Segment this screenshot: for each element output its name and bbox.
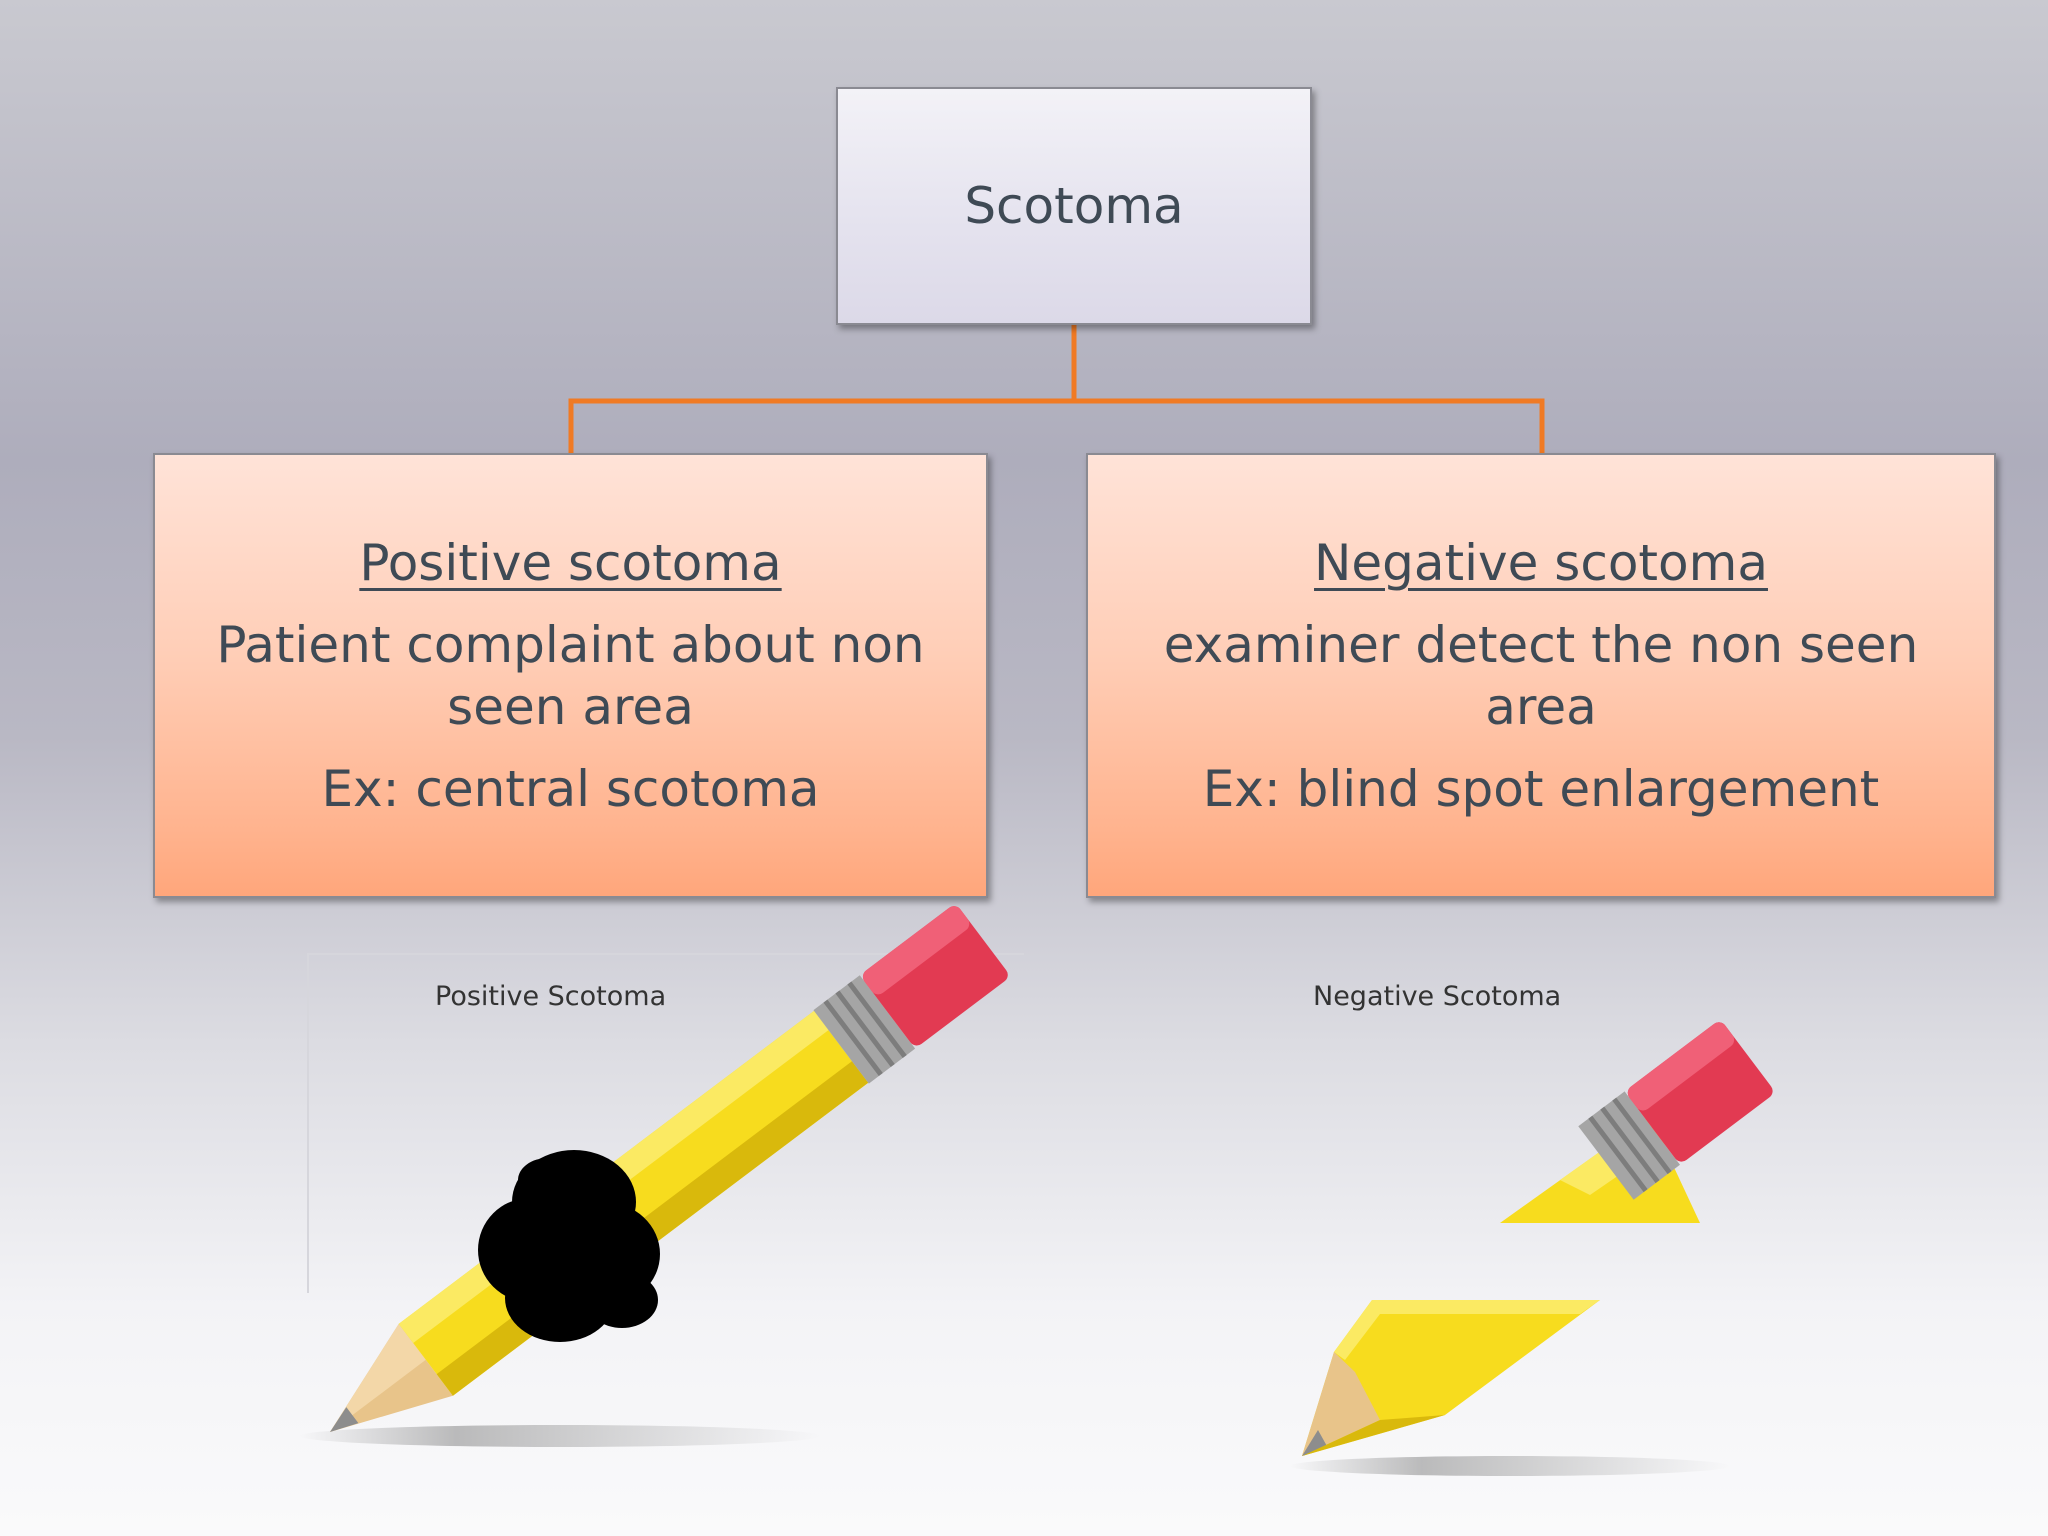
pencil-eraser [862, 906, 1008, 1046]
pencil-icon [300, 906, 1008, 1447]
root-title: Scotoma [964, 177, 1184, 235]
negative-example: Ex: blind spot enlargement [1202, 759, 1880, 818]
image-frame-top [307, 953, 1024, 955]
negative-caption: Negative Scotoma [1313, 981, 1562, 1012]
positive-example: Ex: central scotoma [321, 759, 820, 818]
scotoma-root-box: Scotoma [836, 87, 1312, 325]
pencil-shadow [300, 1425, 820, 1447]
pencil-lower-half [1302, 1300, 1600, 1456]
ink-blot-icon [478, 1150, 660, 1342]
positive-description: Patient complaint about non seen area [216, 615, 925, 736]
positive-caption: Positive Scotoma [435, 981, 667, 1012]
pencil-upper-half [1500, 1022, 1773, 1223]
negative-heading: Negative scotoma [1314, 533, 1768, 592]
pencil-broken-shadow [1290, 1456, 1730, 1476]
image-frame-left [307, 953, 309, 1293]
negative-description: examiner detect the non seen area [1163, 615, 1919, 736]
pencil-broken-icon [1290, 1022, 1773, 1476]
negative-scotoma-box: Negative scotoma examiner detect the non… [1086, 453, 1996, 898]
pencil-broken-eraser [1627, 1022, 1773, 1162]
positive-heading: Positive scotoma [359, 533, 782, 592]
pencil-graphite [330, 1407, 359, 1432]
positive-scotoma-box: Positive scotoma Patient complaint about… [153, 453, 988, 898]
